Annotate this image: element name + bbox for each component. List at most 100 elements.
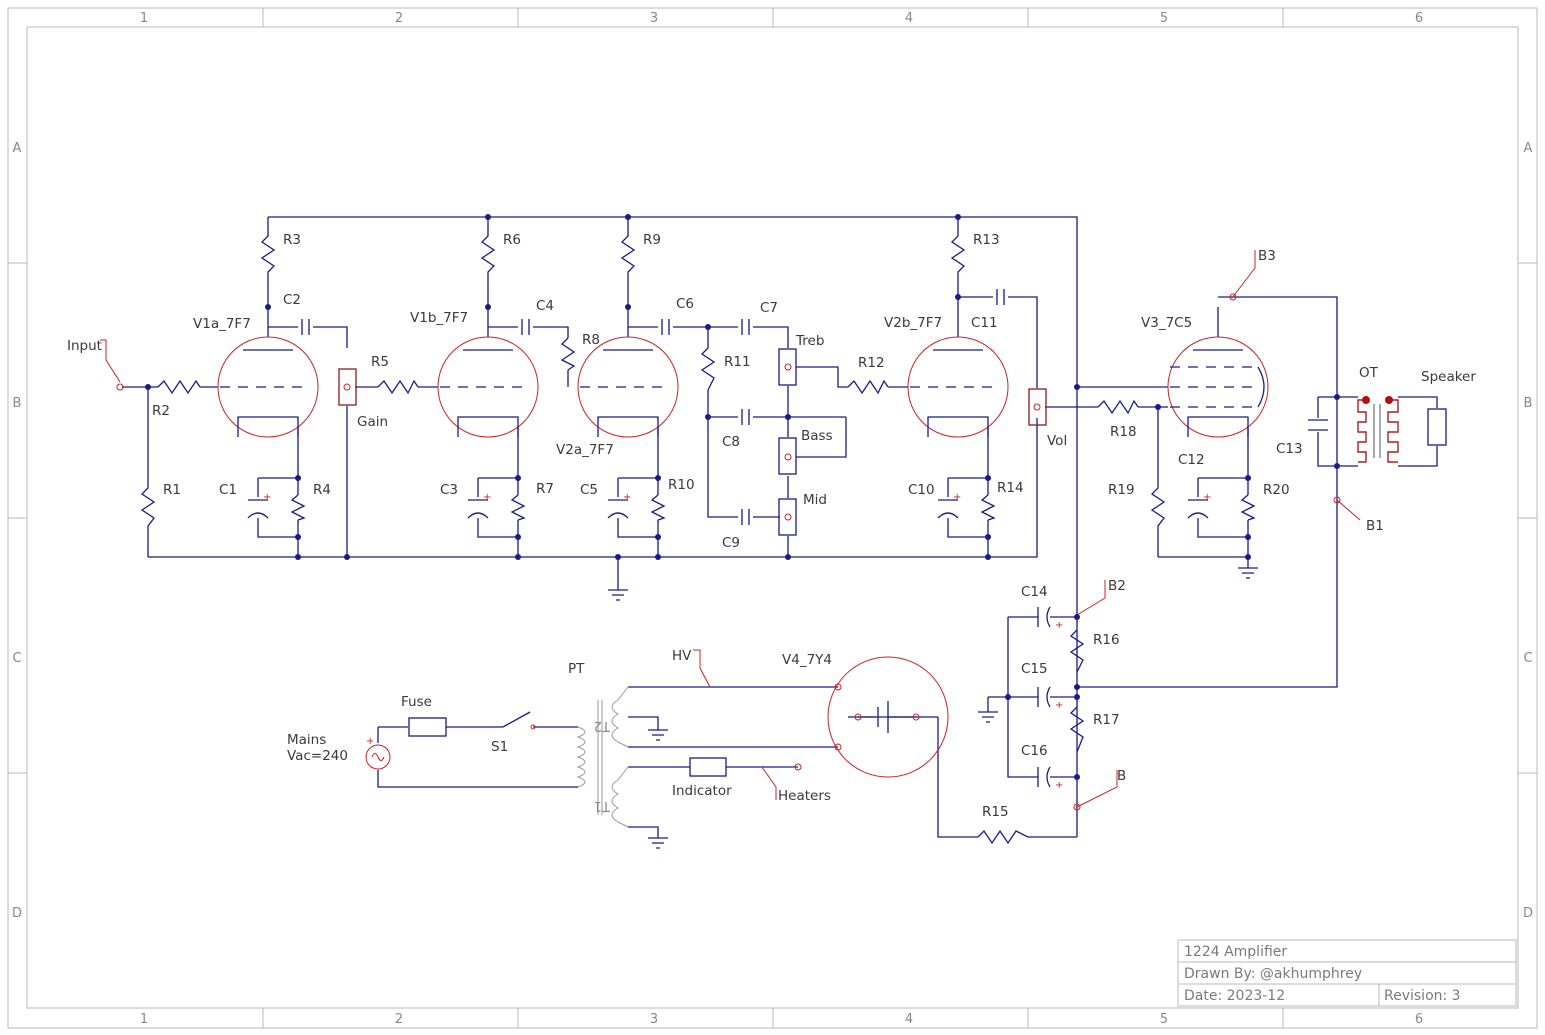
- label-r9: R9: [643, 232, 661, 248]
- tube-v4: [827, 656, 949, 778]
- junction-dots: [145, 214, 1340, 780]
- label-r20: R20: [1263, 482, 1290, 498]
- column-label-5: 5: [1160, 11, 1168, 26]
- label-r4: R4: [313, 482, 331, 498]
- label-c16: C16: [1021, 743, 1048, 759]
- label-c6: C6: [676, 296, 694, 312]
- label-c11: C11: [971, 315, 998, 331]
- label-r14: R14: [997, 480, 1024, 496]
- svg-text:+: +: [623, 492, 631, 503]
- row-label-c: C: [1523, 651, 1532, 666]
- label-r3: R3: [283, 232, 301, 248]
- column-label-1: 1: [140, 1012, 148, 1027]
- label-r13: R13: [973, 232, 1000, 248]
- label-pt: PT: [568, 661, 585, 677]
- title-block-revision: Revision: 3: [1384, 988, 1461, 1004]
- label-r12: R12: [858, 355, 885, 371]
- label-b1: B1: [1366, 518, 1384, 534]
- label-r7: R7: [536, 481, 554, 497]
- label-r16: R16: [1093, 632, 1120, 648]
- label-s1: S1: [491, 739, 508, 755]
- label-t1: T1: [594, 798, 611, 813]
- title-block-title: 1224 Amplifier: [1184, 944, 1287, 960]
- column-label-6: 6: [1415, 11, 1423, 26]
- label-b2: B2: [1108, 578, 1126, 594]
- label-v2b: V2b_7F7: [884, 315, 942, 331]
- label-fuse: Fuse: [401, 694, 432, 710]
- ground-symbols: [608, 567, 1258, 849]
- label-b: B: [1117, 768, 1126, 784]
- title-block-date: Date: 2023-12: [1184, 988, 1285, 1004]
- svg-text:+: +: [1055, 700, 1063, 711]
- svg-text:+: +: [263, 492, 271, 503]
- row-label-d: D: [1523, 906, 1533, 921]
- column-label-2: 2: [395, 11, 403, 26]
- label-c13: C13: [1276, 441, 1303, 457]
- label-mid: Mid: [803, 492, 827, 508]
- label-b3: B3: [1258, 248, 1276, 264]
- svg-text:+: +: [1055, 780, 1063, 791]
- svg-text:+: +: [953, 492, 961, 503]
- tube-v1b: [437, 336, 539, 438]
- label-c10: C10: [908, 482, 935, 498]
- label-r18: R18: [1110, 424, 1137, 440]
- label-r1: R1: [163, 482, 181, 498]
- label-indicator: Indicator: [672, 783, 732, 799]
- component-labels: V1a_7F7 V1b_7F7 V2a_7F7 V2b_7F7 V3_7C5 V…: [67, 232, 1476, 820]
- svg-text:+: +: [483, 492, 491, 503]
- power-transformer: [576, 686, 629, 828]
- label-speaker: Speaker: [1421, 369, 1476, 385]
- label-c2: C2: [283, 292, 301, 308]
- row-label-a: A: [13, 141, 22, 156]
- label-c1: C1: [219, 482, 237, 498]
- column-label-2: 2: [395, 1012, 403, 1027]
- svg-text:+: +: [1055, 620, 1063, 631]
- vacuum-tubes: [217, 336, 1269, 778]
- label-c14: C14: [1021, 584, 1048, 600]
- label-r19: R19: [1108, 482, 1135, 498]
- row-label-c: C: [12, 651, 21, 666]
- column-labels-top: 1 2 3 4 5 6: [140, 11, 1423, 26]
- tube-v1a: [217, 336, 319, 438]
- column-label-1: 1: [140, 11, 148, 26]
- wires: [122, 216, 1438, 838]
- label-c4: C4: [536, 298, 554, 314]
- label-mains: Mains: [287, 732, 326, 748]
- column-label-4: 4: [905, 11, 913, 26]
- label-r11: R11: [724, 354, 751, 370]
- label-r5: R5: [371, 354, 389, 370]
- label-v1a: V1a_7F7: [193, 316, 251, 332]
- capacitors: + + + + + + + +: [247, 289, 1328, 791]
- switch-s1: [502, 711, 536, 730]
- svg-text:+: +: [366, 736, 374, 747]
- label-r15: R15: [982, 804, 1009, 820]
- title-block: 1224 Amplifier Drawn By: @akhumphrey Dat…: [1177, 939, 1517, 1007]
- label-r10: R10: [668, 477, 695, 493]
- column-label-6: 6: [1415, 1012, 1423, 1027]
- row-label-b: B: [1524, 396, 1533, 411]
- column-label-3: 3: [650, 11, 658, 26]
- tube-v3: [1167, 336, 1269, 438]
- label-heaters: Heaters: [778, 788, 831, 804]
- label-c15: C15: [1021, 661, 1048, 677]
- column-label-4: 4: [905, 1012, 913, 1027]
- label-c12: C12: [1178, 452, 1205, 468]
- row-label-d: D: [12, 906, 22, 921]
- label-input: Input: [67, 338, 102, 354]
- label-treb: Treb: [795, 333, 824, 349]
- label-c9: C9: [722, 535, 740, 551]
- label-gain: Gain: [357, 414, 388, 430]
- label-c7: C7: [760, 300, 778, 316]
- row-labels-left: A B C D: [12, 141, 22, 921]
- label-v1b: V1b_7F7: [410, 310, 468, 326]
- label-vol: Vol: [1047, 433, 1067, 449]
- label-c5: C5: [580, 482, 598, 498]
- potentiometers: [338, 348, 1047, 777]
- resistors: [140, 226, 1256, 845]
- column-label-3: 3: [650, 1012, 658, 1027]
- label-bass: Bass: [801, 428, 833, 444]
- label-c3: C3: [440, 482, 458, 498]
- label-hv: HV: [672, 648, 692, 664]
- tube-v2b: [907, 336, 1009, 438]
